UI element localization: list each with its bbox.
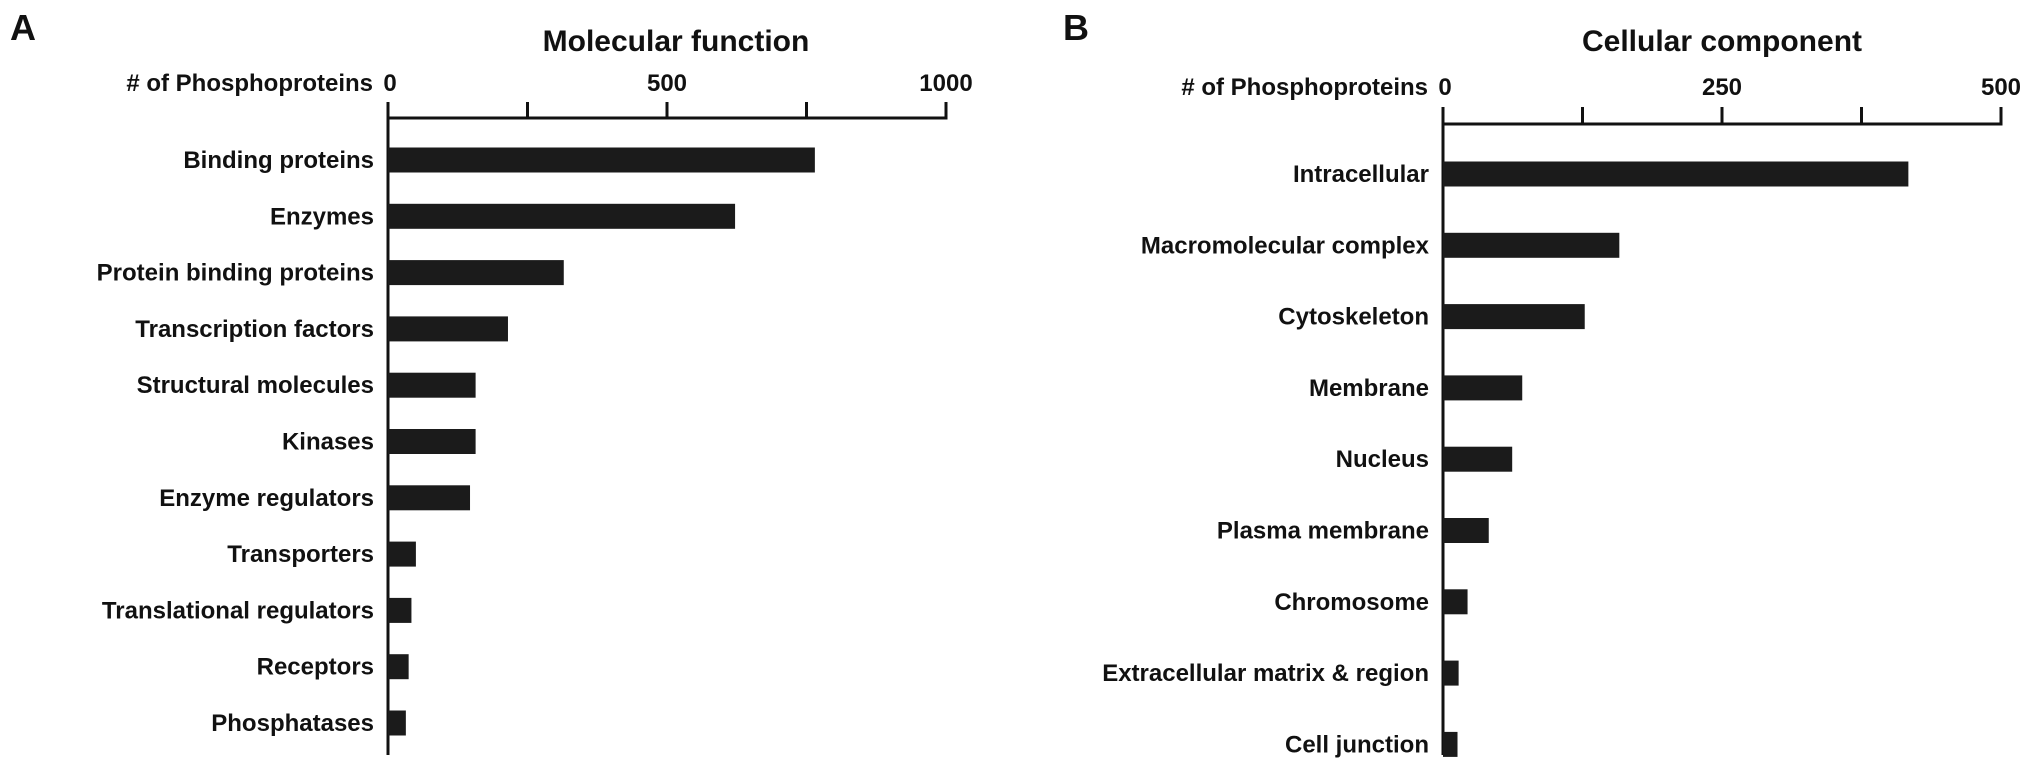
panel-b-tick-label: 500 xyxy=(1981,74,2021,101)
panel-a-category-label: Structural molecules xyxy=(137,372,374,399)
panel-b-letter: B xyxy=(1063,7,1089,48)
panel-a-letter: A xyxy=(10,7,36,48)
panel-a-category-label: Phosphatases xyxy=(211,710,374,737)
panel-a-bar xyxy=(388,710,406,736)
panel-b-category-label: Plasma membrane xyxy=(1217,518,1429,545)
panel-a-tick-label: 500 xyxy=(647,70,687,97)
panel-b-category-label: Cell junction xyxy=(1285,731,1429,758)
panel-b-axis-label: # of Phosphoproteins xyxy=(1181,74,1428,101)
panel-a-category-label: Transcription factors xyxy=(135,316,374,343)
panel-b-bar xyxy=(1443,232,1620,258)
panel-a-bar xyxy=(388,485,471,511)
panel-b-bar xyxy=(1443,304,1585,330)
panel-b-category-label: Nucleus xyxy=(1336,446,1429,473)
panel-a-bar xyxy=(388,541,416,567)
panel-a-tick-label: 0 xyxy=(383,70,396,97)
panel-b-bar xyxy=(1443,731,1458,757)
panel-b-category-label: Intracellular xyxy=(1293,161,1429,188)
panel-a-bar xyxy=(388,316,508,342)
panel-b-bar xyxy=(1443,446,1513,472)
panel-b-title: Cellular component xyxy=(1582,25,1862,58)
panel-a-bar xyxy=(388,597,412,623)
panel-a-category-label: Enzymes xyxy=(270,203,374,230)
panel-a-category-label: Binding proteins xyxy=(183,147,374,174)
panel-a-category-label: Translational regulators xyxy=(102,597,374,624)
panel-a-bar xyxy=(388,147,815,173)
panel-a-bar xyxy=(388,260,564,286)
panel-b-category-label: Chromosome xyxy=(1274,589,1429,616)
panel-a-bar xyxy=(388,203,736,229)
panel-b-category-label: Macromolecular complex xyxy=(1141,232,1430,259)
panel-b-bar xyxy=(1443,161,1909,187)
panel-a-category-label: Enzyme regulators xyxy=(159,485,374,512)
panel-a-category-label: Protein binding proteins xyxy=(97,260,374,287)
panel-b-bar xyxy=(1443,660,1459,686)
panel-b-category-label: Extracellular matrix & region xyxy=(1102,660,1429,687)
panel-a-category-label: Receptors xyxy=(257,654,374,681)
panel-b-category-label: Membrane xyxy=(1309,375,1429,402)
panel-b-bar xyxy=(1443,518,1489,543)
panel-a-bar xyxy=(388,429,476,454)
panel-a-title: Molecular function xyxy=(543,25,810,58)
panel-a-category-label: Kinases xyxy=(282,429,374,456)
panel-a-category-label: Transporters xyxy=(227,541,374,568)
panel-b-tick-label: 0 xyxy=(1438,74,1451,101)
panel-b-category-label: Cytoskeleton xyxy=(1278,304,1429,331)
panel-a-bar xyxy=(388,372,476,398)
panel-b-tick-label: 250 xyxy=(1702,74,1742,101)
panel-b-bar xyxy=(1443,589,1468,615)
panel-a-bar xyxy=(388,654,409,680)
panel-b-bar xyxy=(1443,375,1523,401)
panel-a-tick-label: 1000 xyxy=(919,70,972,97)
panel-a-axis-label: # of Phosphoproteins xyxy=(126,70,373,97)
